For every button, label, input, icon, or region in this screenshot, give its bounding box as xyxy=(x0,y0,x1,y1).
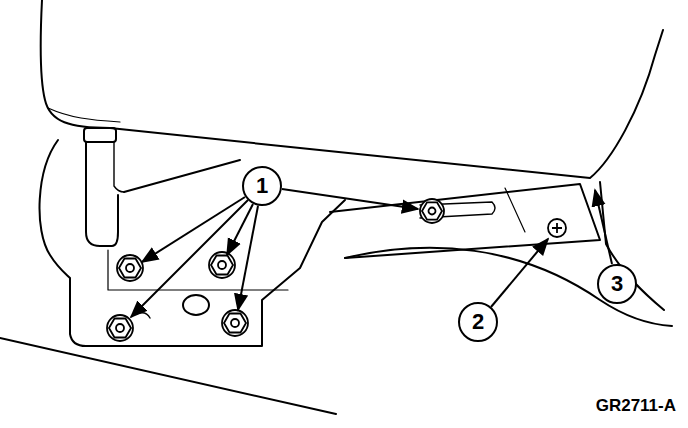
plate-slot xyxy=(136,313,150,318)
bracket-edge xyxy=(124,160,240,192)
bolt xyxy=(209,252,235,278)
adjuster-tube xyxy=(86,142,118,246)
rail-ridge xyxy=(505,188,525,232)
callout-circle: 1 xyxy=(242,166,282,206)
leader-line xyxy=(282,189,418,209)
bolt xyxy=(420,199,444,223)
leader-line xyxy=(238,206,258,310)
tube-fitting xyxy=(84,128,116,142)
leader-line xyxy=(131,200,248,317)
tube-side xyxy=(114,142,124,192)
leader-line xyxy=(595,190,612,264)
plate-inner xyxy=(108,250,288,290)
screw xyxy=(548,219,566,237)
callout-number: 2 xyxy=(472,311,484,333)
leader-line xyxy=(142,197,245,262)
callout-circle: 3 xyxy=(597,264,637,304)
floor-line xyxy=(0,338,336,414)
seat-rail xyxy=(330,184,600,258)
cushion-seam xyxy=(48,108,120,122)
bolt xyxy=(107,315,133,341)
leader-line xyxy=(491,239,548,307)
callout-number: 3 xyxy=(611,273,623,295)
callout-number: 1 xyxy=(256,175,268,197)
bracket-plate xyxy=(40,140,345,346)
bolt xyxy=(222,310,248,336)
callout-circle: 2 xyxy=(458,302,498,342)
figure-code: GR2711-A xyxy=(596,396,676,416)
bolt xyxy=(117,255,143,281)
plate-hole xyxy=(183,295,209,315)
seat-cushion xyxy=(41,0,663,178)
